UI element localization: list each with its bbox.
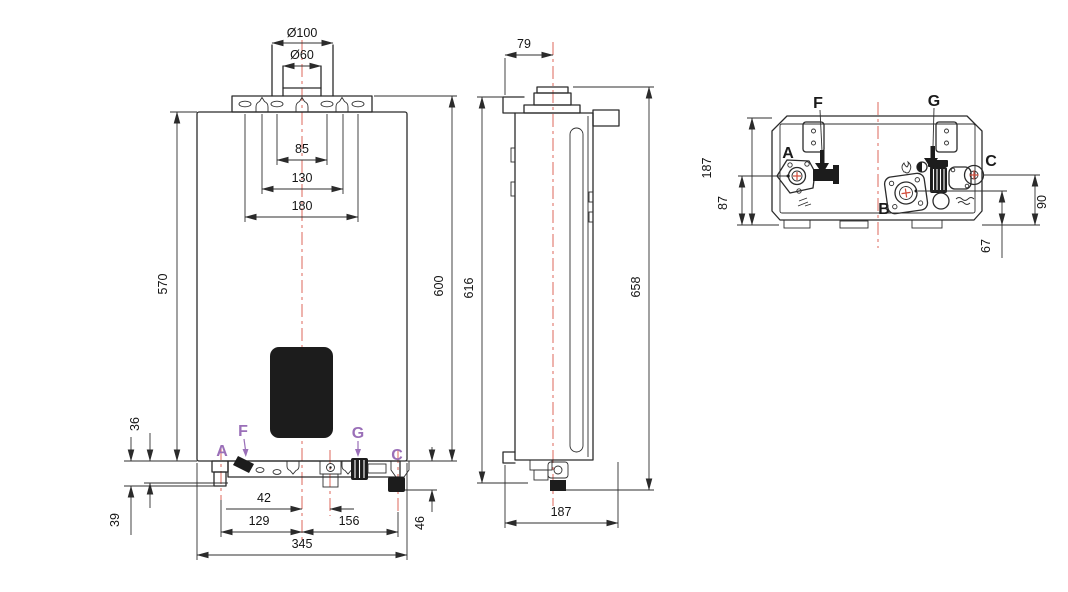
flue-stub-side [536,86,569,94]
bottom-label-f: F [813,95,823,112]
flame-icon [901,160,912,174]
dim-187-side: 187 [551,505,572,519]
dim-658: 658 [629,277,643,298]
wave-icon [955,197,975,205]
dim-600: 600 [432,276,446,297]
dim-85: 85 [295,142,309,156]
f-pointer-arrow [815,163,829,174]
knurled-knob-bottom [928,160,948,193]
connection-c-fitting [963,164,985,186]
front-view: Ø100 Ø60 85 130 180 570 600 36 39 46 [108,26,457,560]
dim-79: 79 [517,37,531,51]
dim-87: 87 [716,196,730,210]
front-label-a: A [216,443,228,460]
bottom-valve-rail [211,456,410,492]
gas-valve-handle-bottom [813,169,835,181]
dim-flue-outer: Ø100 [287,26,318,40]
flue-front [271,44,334,97]
tap-icon [797,197,812,207]
side-bottom-fittings [529,459,569,491]
gas-valve-handle-front [233,456,254,473]
dim-flue-inner: Ø60 [290,48,314,62]
bottom-connection-view: F G A B C [700,93,1049,258]
dim-180: 180 [292,199,313,213]
union-fitting [948,166,972,190]
boiler-body-bottom [771,115,983,221]
front-label-c: C [391,447,403,464]
connection-b-fitting [883,172,929,215]
flue-collar-side [523,104,581,114]
bracket-plate-f [802,121,825,153]
rear-bracket-tab [592,109,620,127]
bottom-label-g: G [928,93,940,110]
dim-616: 616 [462,278,476,299]
dim-36: 36 [128,417,142,431]
bottom-label-b: B [878,201,890,218]
dim-570: 570 [156,274,170,295]
elbow-cap [388,477,405,492]
display-panel [270,347,333,438]
dim-345: 345 [292,537,313,551]
dim-46: 46 [413,516,427,530]
front-label-g: G [352,425,364,442]
knurled-knob-front [351,458,368,480]
boiler-body-side [514,112,594,461]
dim-67: 67 [979,239,993,253]
top-bracket [231,95,373,113]
dim-156: 156 [339,514,360,528]
dim-130: 130 [292,171,313,185]
front-label-f: F [238,423,248,440]
side-view: 79 616 658 187 [462,37,654,528]
bracket-plate-g [935,121,958,153]
bottom-label-c: C [985,153,997,170]
dim-129: 129 [249,514,270,528]
dim-42: 42 [257,491,271,505]
dim-90: 90 [1035,195,1049,209]
side-groove [569,127,584,453]
dim-39: 39 [108,513,122,527]
condensate-elbow [390,460,410,478]
bottom-feet [783,219,943,229]
connection-a-fitting [776,159,839,194]
plug-circle [932,192,950,210]
bottom-label-a: A [782,145,794,162]
dim-187-bottom: 187 [700,158,714,179]
